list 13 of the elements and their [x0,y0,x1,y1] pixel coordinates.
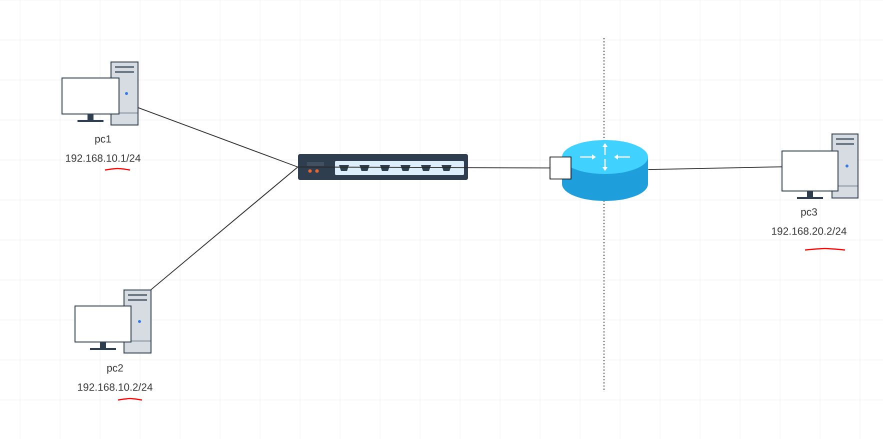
device-label: pc2 [107,364,123,374]
port-square [550,156,572,180]
device-label: 192.168.20.2/24 [772,227,846,235]
device-label: pc3 [801,208,817,218]
device-label: 192.168.10.2/24 [78,383,152,391]
connection-line [150,166,298,290]
switch-drawing [298,154,468,180]
device-label: pc1 [95,135,111,145]
device-label: 192.168.10.1/24 [66,154,140,162]
router-drawing [562,140,648,201]
connection-line [138,107,298,168]
connection-line [648,166,782,170]
connection-line [297,166,550,168]
